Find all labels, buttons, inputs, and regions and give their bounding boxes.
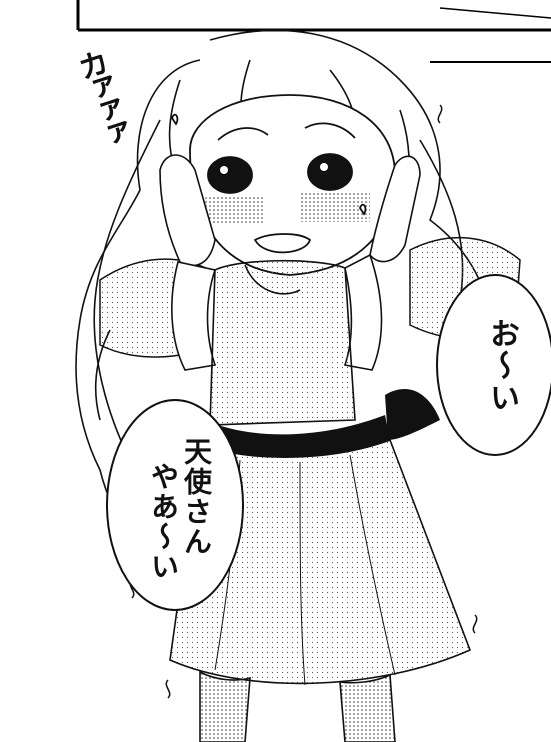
belt-bow bbox=[385, 389, 440, 440]
speech-bubble-2-line-2: やあ〜い bbox=[147, 462, 180, 582]
arms bbox=[171, 253, 383, 371]
speech-bubble-2-line-1: 天使さん bbox=[180, 437, 213, 557]
skirt bbox=[169, 438, 472, 685]
torso bbox=[209, 259, 356, 426]
hands bbox=[159, 154, 421, 267]
motion-lines bbox=[129, 104, 478, 699]
belt bbox=[200, 415, 390, 458]
speech-bubble-1-text: お〜い bbox=[484, 318, 519, 414]
top-panel-border bbox=[76, 0, 551, 63]
speech-bubble-2 bbox=[106, 399, 244, 611]
legs bbox=[199, 670, 396, 742]
face bbox=[170, 94, 396, 276]
speech-bubble-1 bbox=[436, 274, 551, 456]
